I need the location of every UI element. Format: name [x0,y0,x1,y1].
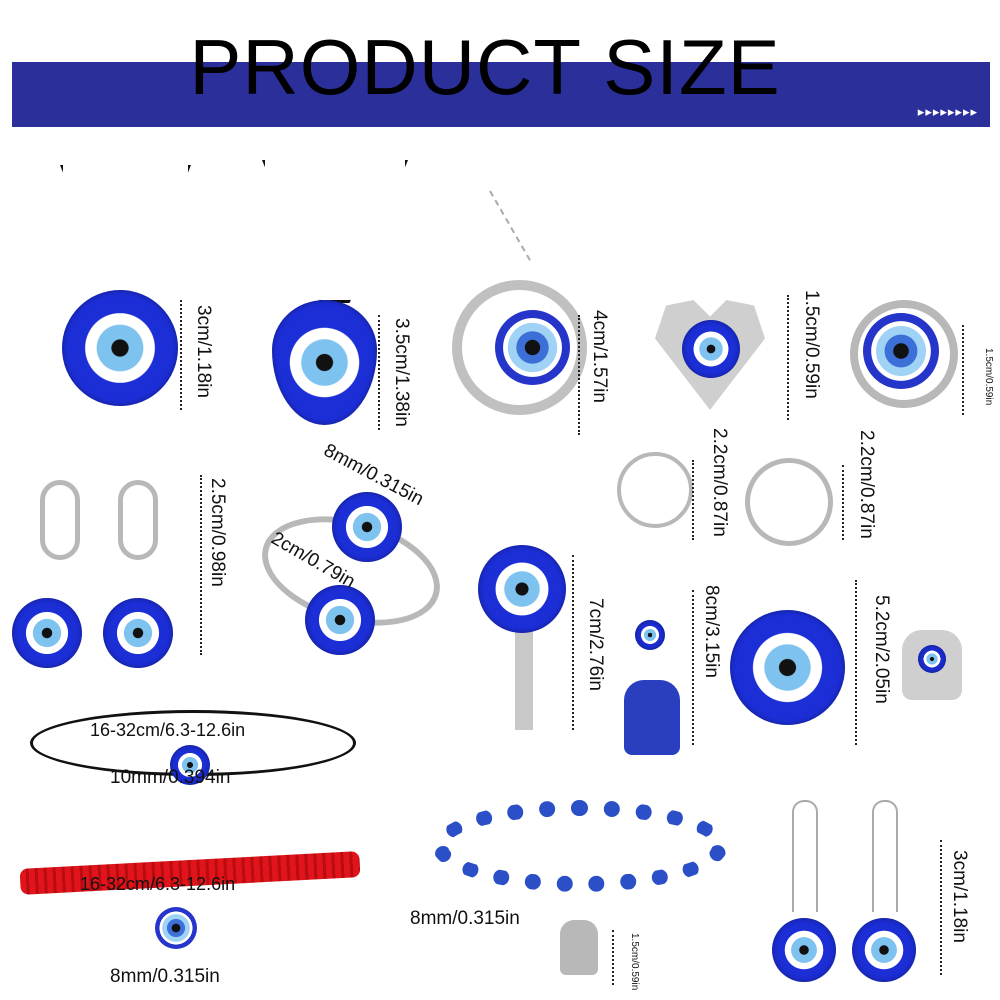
size-label-drop-pendant: 3.5cm/1.38in [391,318,412,427]
dimension-line [940,840,942,975]
hook-earring-right-wire [872,800,898,912]
dimension-line [578,315,580,435]
size-label-keychain-ring-2: 2.2cm/0.87in [856,430,877,539]
size-label-hoop-earrings: 2.5cm/0.98in [207,478,228,587]
earring-eye-right [103,598,173,668]
size-label-red-bracelet-bead: 8mm/0.315in [110,966,220,987]
bead-bracelet [432,800,728,892]
hoop-earring-left [40,480,80,560]
dimension-line [200,475,202,655]
heart-pendant-eye [682,320,740,378]
dimension-line [180,300,182,410]
keychain-bead [635,620,665,650]
hook-earring-left-eye [772,918,836,982]
size-label-keychain-ring-1: 2.2cm/0.87in [709,428,730,537]
arrows-decoration: ▸▸▸▸▸▸▸▸ [917,104,978,119]
key-pendant-shaft [515,620,533,730]
keychain-ring-2 [745,458,833,546]
round-crystal-frame [850,300,958,408]
hook-earring-right-eye [852,918,916,982]
necklace-cord-left [60,165,191,298]
dimension-line [842,465,844,540]
moon-pendant-eye [495,310,570,385]
dimension-line [692,590,694,745]
size-label-hamsa-charm: 1.5cm/0.59in [629,933,640,991]
bead-bracelet-charm [560,920,598,975]
moon-pendant-chain [489,190,531,261]
size-label-moon-pendant: 4cm/1.57in [589,310,610,403]
size-label-crystal-pendant: 1.5cm/0.59in [983,348,994,406]
earring-eye-left [12,598,82,668]
size-label-heart-pendant: 1.5cm/0.59in [801,290,822,399]
header-band [12,62,990,127]
black-bracelet-eye [170,745,210,785]
page-title: PRODUCT SIZE [189,23,781,111]
moon-frame [452,280,587,415]
size-label-black-bracelet-length: 16-32cm/6.3-12.6in [90,720,246,740]
evil-eye-pendant-round [62,290,178,406]
ring-eye-bottom [305,585,375,655]
red-bracelet-eye [155,907,197,949]
hoop-earring-right [118,480,158,560]
evil-eye-pendant-drop [272,300,377,425]
keychain-ring-1 [617,452,693,528]
necklace-cord-drop [262,160,408,303]
hamsa-charm [624,680,680,755]
dimension-line [692,460,694,540]
dimension-line [787,295,789,420]
dimension-line [612,930,614,985]
size-label-round-keychain: 5.2cm/2.05in [871,595,892,704]
size-label-black-bracelet-bead: 10mm/0.394in [110,767,231,788]
size-label-hamsa-keychain: 8cm/3.15in [701,585,722,678]
dimension-line [962,325,964,415]
key-pendant-eye [478,545,566,633]
hook-earring-left-wire [792,800,818,912]
hamsa-pendant-eye [918,645,946,673]
dimension-line [572,555,574,730]
size-label-bead-bracelet: 8mm/0.315in [410,908,520,929]
size-label-round-pendant: 3cm/1.18in [193,305,214,398]
size-label-hook-earrings: 3cm/1.18in [949,850,970,943]
dimension-line [855,580,857,745]
round-keychain-eye [730,610,845,725]
dimension-line [378,315,380,430]
round-crystal-eye [863,313,939,389]
ring-eye-top [332,492,402,562]
size-label-red-bracelet-length: 16-32cm/6.3-12.6in [80,874,236,894]
size-label-key-pendant: 7cm/2.76in [585,598,606,691]
